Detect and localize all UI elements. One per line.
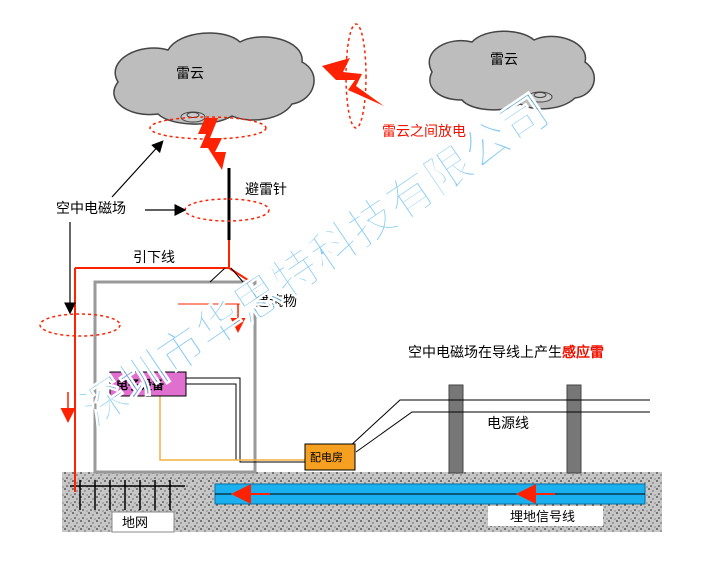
lightning-bolt-intercloud (322, 58, 384, 106)
inter-cloud-discharge-label: 雷云之间放电 (382, 124, 466, 140)
em-arrow-up (111, 140, 164, 198)
cloud-left-label: 雷云 (176, 66, 204, 82)
distribution-room-box (304, 443, 356, 471)
power-line-label: 电源线 (487, 416, 529, 432)
induced-lightning-highlight: 感应雷 (562, 344, 604, 361)
distribution-room-label: 配电房 (310, 451, 343, 464)
electronic-equipment-label: 电子设备 (116, 377, 165, 392)
air-em-field-label: 空中电磁场 (56, 201, 126, 217)
lightning-bolt-strike (198, 118, 226, 170)
down-conductor-label: 引下线 (133, 250, 175, 266)
power-lines (347, 399, 650, 453)
signal-wire (159, 390, 305, 461)
building-label: 建筑物 (255, 294, 297, 310)
cloud-right (428, 30, 596, 111)
ground-grid-label-box (111, 511, 175, 533)
buried-line-label: 埋地信号线 (510, 510, 575, 525)
ground-grid-label: 地网 (122, 516, 148, 531)
equipment-wiring (186, 377, 305, 463)
ground-grid (70, 480, 185, 510)
power-pole-2 (566, 384, 582, 474)
buried-line-label-box (488, 506, 603, 526)
cloud-right-label: 雷云 (490, 52, 518, 68)
cloud-left (113, 32, 315, 125)
induced-lightning-caption: 空中电磁场在导线上产生感应雷 (408, 344, 604, 361)
power-pole-1 (448, 384, 464, 474)
electronic-equipment-box (109, 371, 187, 397)
lightning-rod-label: 避雷针 (245, 182, 287, 198)
